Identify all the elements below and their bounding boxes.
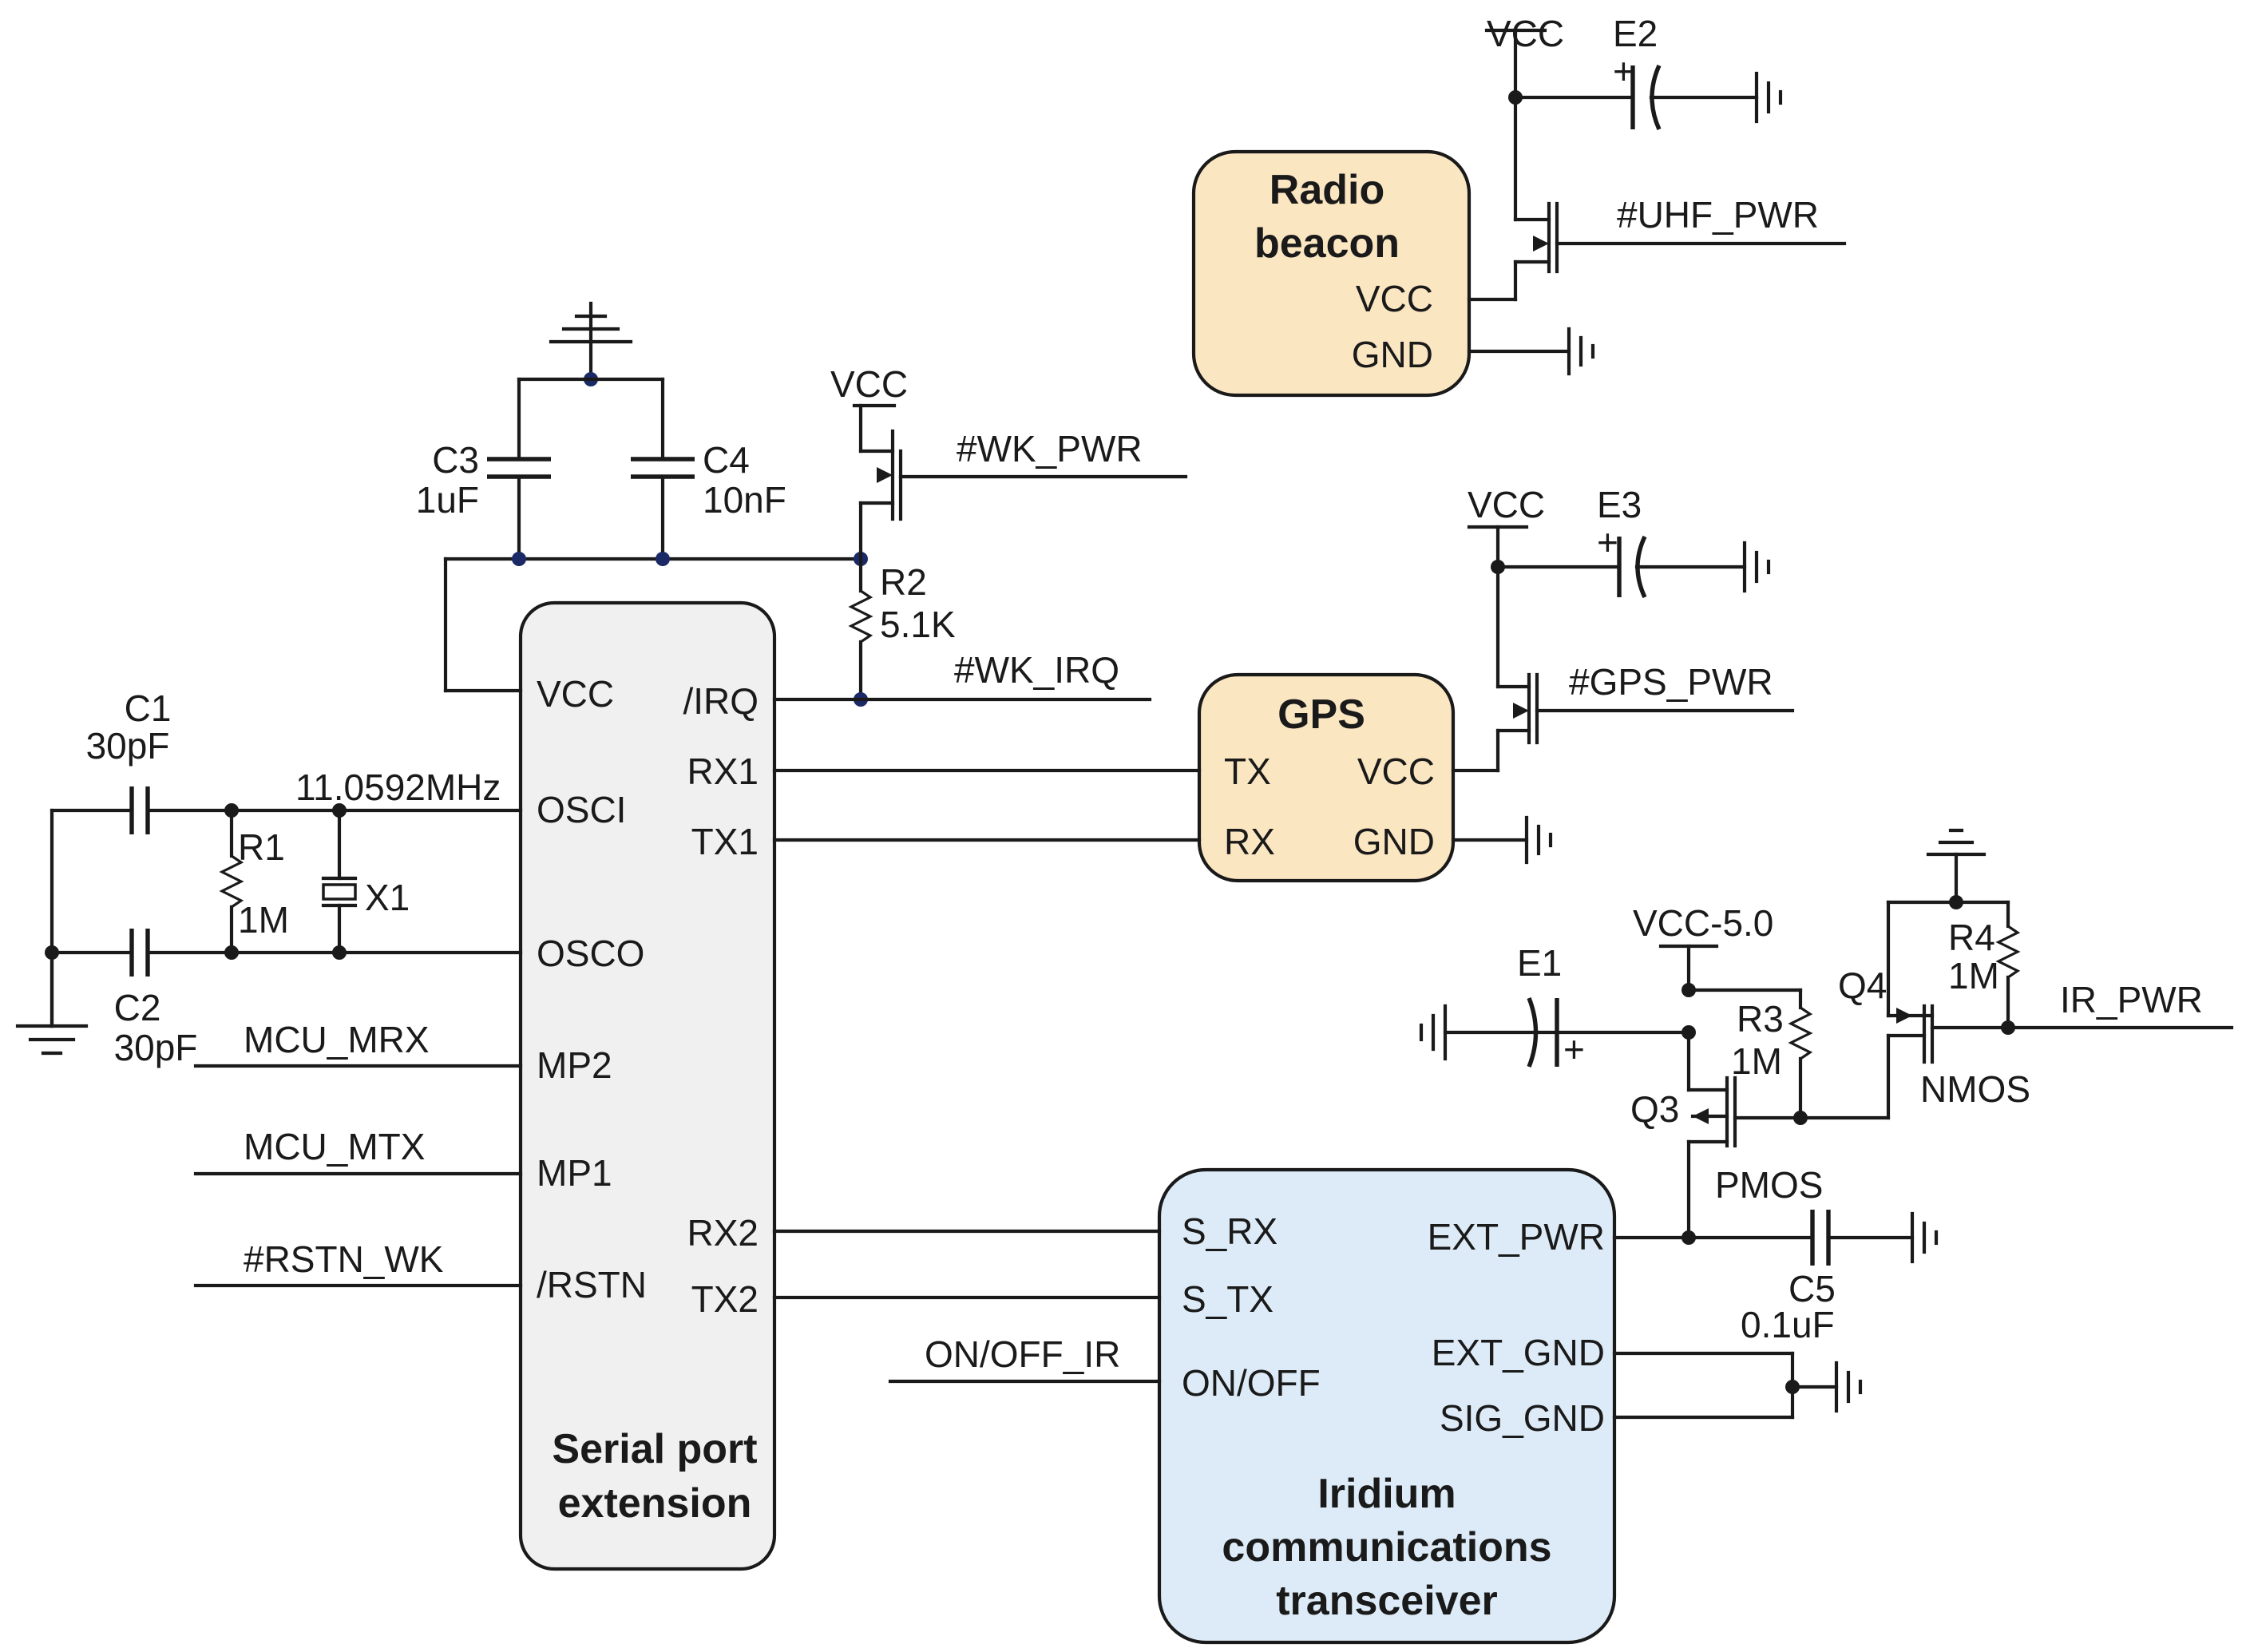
q3-name: Q3 [1630, 1088, 1679, 1130]
gps-block: GPS TX VCC RX GND [1197, 672, 1456, 883]
gps-title: GPS [1277, 691, 1365, 738]
r1-value: 1M [238, 899, 289, 941]
gps-pin-tx: TX [1224, 751, 1271, 792]
mosfet-arrow [877, 467, 893, 483]
radio-title-1: Radio [1270, 167, 1384, 213]
mosfet-arrow [1533, 236, 1549, 252]
net-label-wk-pwr: #WK_PWR [957, 428, 1143, 469]
serial-pin-tx2: TX2 [691, 1278, 759, 1320]
gps-pin-vcc: VCC [1357, 751, 1435, 792]
serial-block-title-1: Serial port [552, 1426, 757, 1472]
mosfet-arrow [1896, 1008, 1912, 1024]
vcc5-label: VCC-5.0 [1633, 902, 1773, 944]
oscillator-circuit: C1 30pF C2 30pF R1 1M X1 11.0592MHz [15, 687, 523, 1068]
c2-name: C2 [114, 987, 161, 1028]
junction-dot [1949, 895, 1963, 909]
iridium-transceiver-block: Iridium communications transceiver S_RX … [1157, 1167, 1617, 1645]
iridium-pin-s-rx: S_RX [1182, 1210, 1277, 1252]
iridium-pin-s-tx: S_TX [1182, 1278, 1274, 1320]
serial-pin-rx1: RX1 [687, 751, 759, 792]
junction-dot [1682, 1230, 1696, 1245]
radio-vcc-label: VCC [1487, 13, 1564, 54]
serial-pin-osci: OSCI [537, 789, 626, 830]
serial-pin-mp2: MP2 [537, 1044, 612, 1086]
serial-pin-tx1: TX1 [691, 821, 759, 862]
serial-port-extension-block: Serial port extension VCC /IRQ OSCI RX1 … [518, 600, 777, 1571]
c4-value: 10nF [703, 479, 786, 521]
junction-dot [656, 552, 670, 566]
radio-beacon-block: Radio beacon VCC GND [1191, 149, 1472, 398]
gps-vcc-label: VCC [1468, 484, 1545, 525]
r2-value: 5.1K [880, 604, 956, 645]
iridium-title-3: transceiver [1276, 1578, 1498, 1624]
junction-dot [1793, 1111, 1808, 1125]
serial-pin-irq: /IRQ [683, 680, 759, 722]
iridium-pin-onoff: ON/OFF [1182, 1362, 1321, 1404]
r3-value: 1M [1731, 1040, 1782, 1082]
x1-name: X1 [365, 877, 410, 918]
q3-type: PMOS [1715, 1164, 1823, 1206]
iridium-title-2: communications [1222, 1524, 1551, 1571]
net-label-mcu-mrx: MCU_MRX [244, 1019, 430, 1060]
r3-name: R3 [1737, 998, 1784, 1040]
gps-pin-gnd: GND [1353, 821, 1435, 862]
radio-title-2: beacon [1254, 220, 1400, 267]
net-label-gps-pwr: #GPS_PWR [1569, 661, 1773, 703]
net-label-mcu-mtx: MCU_MTX [244, 1126, 425, 1167]
e2-name: E2 [1613, 13, 1658, 54]
gps-power-circuit: + VCC E3 #GPS_PWR [1451, 484, 1795, 865]
junction-dot [512, 552, 526, 566]
serial-pin-rx2: RX2 [687, 1212, 759, 1254]
net-label-rstn-wk: #RSTN_WK [244, 1238, 444, 1280]
e2-plus-mark: + [1613, 50, 1634, 92]
net-label-wk-irq: #WK_IRQ [954, 649, 1119, 691]
radio-pin-gnd: GND [1352, 334, 1433, 375]
serial-block-title-2: extension [558, 1480, 752, 1527]
radio-power-circuit: + VCC E2 #UHF_PWR [1467, 13, 1847, 376]
iridium-power-circuit: VCC-5.0 + E1 R3 1M Q3 PMOS [1419, 828, 2234, 1420]
net-label-ir-pwr: IR_PWR [2060, 979, 2203, 1020]
wake-power-circuit: C3 1uF C4 10nF R2 5.1K #WK_IRQ VCC #WK_P… [416, 301, 1188, 707]
e1-plus-mark: + [1563, 1028, 1585, 1070]
r1-name: R1 [238, 826, 285, 868]
c3-name: C3 [432, 439, 479, 481]
net-label-uhf-pwr: #UHF_PWR [1617, 194, 1819, 236]
serial-pin-osco: OSCO [537, 933, 644, 974]
c4-name: C4 [703, 439, 750, 481]
signal-wires: MCU_MRX MCU_MTX #RSTN_WK ON/OFF_IR [193, 768, 1202, 1384]
c5-name: C5 [1788, 1268, 1836, 1309]
iridium-pin-sig-gnd: SIG_GND [1440, 1397, 1605, 1439]
mosfet-arrow [1513, 703, 1529, 719]
net-label-onoff-ir: ON/OFF_IR [925, 1333, 1120, 1375]
r4-name: R4 [1948, 917, 1995, 958]
iridium-pin-ext-pwr: EXT_PWR [1428, 1216, 1605, 1258]
q4-type: NMOS [1920, 1068, 2030, 1110]
e3-name: E3 [1597, 484, 1642, 525]
wk-vcc-label: VCC [830, 363, 908, 405]
e3-plus-mark: + [1597, 521, 1618, 563]
iridium-title-1: Iridium [1317, 1471, 1456, 1517]
serial-pin-rstn: /RSTN [537, 1264, 647, 1305]
serial-pin-mp1: MP1 [537, 1152, 612, 1194]
q4-name: Q4 [1838, 965, 1887, 1006]
c3-value: 1uF [416, 479, 479, 521]
e1-name: E1 [1517, 942, 1562, 984]
gps-pin-rx: RX [1224, 821, 1275, 862]
radio-pin-vcc: VCC [1356, 278, 1433, 319]
c1-name: C1 [125, 687, 172, 729]
x1-frequency: 11.0592MHz [295, 767, 501, 808]
c5-value: 0.1uF [1741, 1304, 1835, 1345]
c1-value: 30pF [86, 725, 170, 767]
iridium-pin-ext-gnd: EXT_GND [1432, 1332, 1605, 1373]
c2-value: 30pF [114, 1027, 198, 1068]
r2-name: R2 [880, 561, 927, 603]
serial-pin-vcc: VCC [537, 673, 614, 715]
r4-value: 1M [1948, 955, 1999, 996]
